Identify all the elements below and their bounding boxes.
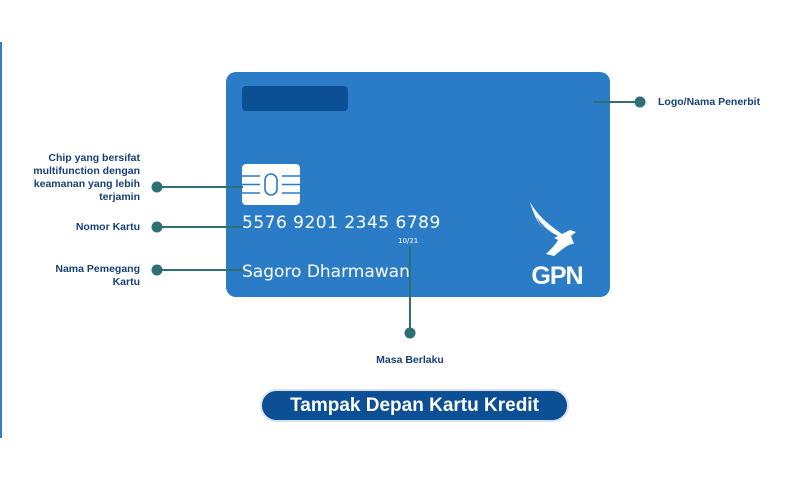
label-chip: Chip yang bersifat multifunction dengan … — [33, 152, 140, 203]
callout-dot-number — [151, 221, 163, 233]
callout-dot-expiry — [404, 327, 416, 339]
gpn-logo: GPN — [530, 202, 584, 286]
callout-dot-issuer — [634, 96, 646, 108]
expiry-date: 10/21 — [398, 237, 419, 245]
caption-banner: Tampak Depan Kartu Kredit — [260, 389, 569, 422]
callout-dot-holder — [151, 264, 163, 276]
gpn-bird-icon — [530, 202, 576, 256]
label-cardholder: Nama Pemegang Kartu — [55, 263, 140, 288]
credit-card: 5576 9201 2345 6789 10/21 Sagoro Dharmaw… — [226, 72, 610, 297]
label-card-number: Nomor Kartu — [75, 221, 140, 233]
left-border-line — [0, 42, 2, 438]
cardholder-name: Sagoro Dharmawan — [242, 262, 410, 282]
gpn-logo-text: GPN — [531, 262, 582, 286]
label-issuer: Logo/Nama Penerbit — [658, 96, 761, 108]
chip-icon — [242, 164, 300, 205]
card-number: 5576 9201 2345 6789 — [242, 213, 441, 233]
label-expiry: Masa Berlaku — [376, 354, 444, 366]
callout-dot-chip — [151, 181, 163, 193]
issuer-logo-placeholder — [242, 86, 348, 111]
